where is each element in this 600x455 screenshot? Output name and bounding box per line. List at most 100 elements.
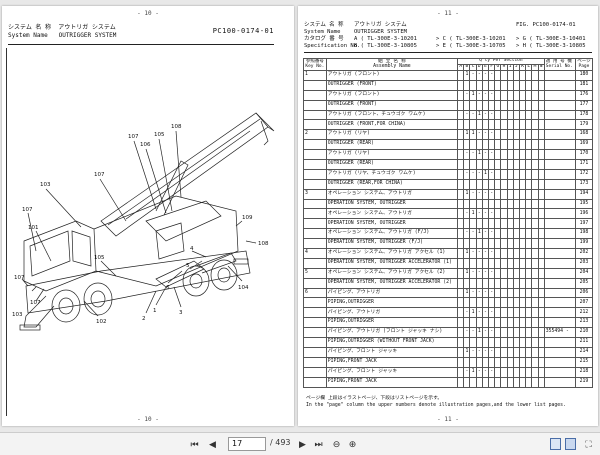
page-ref-cell: 170: [574, 149, 594, 161]
assembly-name-cell: オペレーション システム、アウトリガ: [325, 188, 459, 200]
zoom-in-icon[interactable]: ⊕: [348, 439, 357, 450]
key-no-cell: [303, 317, 327, 329]
callout-label: 108: [171, 124, 182, 130]
next-page-icon[interactable]: ▶: [299, 439, 306, 450]
page-ref-cell: 207: [574, 297, 594, 309]
callout-label: 6: [166, 285, 170, 291]
key-no-cell: [303, 79, 327, 91]
key-no-cell: [303, 168, 327, 180]
key-no-cell: [303, 346, 327, 358]
spec-en: Specification No.: [304, 43, 361, 49]
zoom-out-icon[interactable]: ⊖: [332, 439, 341, 450]
table-row: OPERATION SYSTEM, OUTRIGGER 197: [303, 218, 594, 230]
table-row: パイピング、フロント ジャッキ-1---218: [303, 366, 594, 378]
serial-cell: [543, 208, 576, 220]
table-row: OPERATION SYSTEM, OUTRIGGER ACCELERATOR …: [303, 277, 594, 289]
assembly-name-cell: パイピング、アウトリガ: [325, 307, 459, 319]
assembly-name-cell: パイピング、フロント ジャッキ: [325, 346, 459, 358]
serial-cell: [543, 139, 576, 151]
assembly-name-cell: OUTRIGGER (FRONT): [325, 99, 459, 111]
serial-cell: [543, 277, 576, 289]
table-row: OUTRIGGER (FRONT)181: [303, 79, 594, 91]
file-label: FIG. PC100-0174-01: [516, 22, 576, 28]
assembly-name-cell: OPERATION SYSTEM, OUTRIGGER ACCELERATOR …: [325, 257, 459, 269]
page-total: / 493: [270, 438, 291, 447]
page-ref-cell: 169: [574, 139, 594, 151]
crane-outrigger-diagram: 107 106 105 108 107 103 101 107 107 105 …: [12, 112, 275, 331]
callout-label: 5: [186, 263, 190, 269]
table-row: OUTRIGGER (REAR,FOR CHINA)173: [303, 178, 594, 190]
page-ref-cell: 204: [574, 267, 594, 279]
serial-cell: [543, 307, 576, 319]
table-row: オペレーション システム、アウトリガ-1---196: [303, 208, 594, 220]
serial-cell: [543, 109, 576, 121]
table-row: オペレーション システム、アウトリガ (F/J)--1--198: [303, 228, 594, 240]
key-no-cell: 1: [303, 70, 327, 81]
assembly-name-cell: OPERATION SYSTEM, OUTRIGGER: [325, 198, 459, 210]
callout-label: 101: [28, 225, 39, 231]
spec-b-mid: > E ( TL-300E-3-10705: [436, 43, 506, 49]
spec-a: A ( TL-300E-3-10201: [354, 36, 417, 42]
callout-label: 2: [142, 316, 146, 322]
two-page-view-icon[interactable]: [565, 438, 576, 450]
right-page-number-top: - 11 -: [437, 10, 459, 17]
table-row: パイピング、アウトリガ (フロント ジャッキ ナシ)--1--355494 -2…: [303, 327, 594, 339]
assembly-name-cell: パイピング、アウトリガ: [325, 287, 459, 299]
table-row: パイピング、アウトリガ-1---212: [303, 307, 594, 319]
page-ref-cell: 203: [574, 257, 594, 269]
serial-cell: [543, 356, 576, 368]
serial-cell: [543, 287, 576, 299]
page-ref-cell: 205: [574, 277, 594, 289]
assembly-name-cell: オペレーション システム、アウトリガ: [325, 208, 459, 220]
single-page-view-icon[interactable]: [550, 438, 561, 450]
table-row: OPERATION SYSTEM, OUTRIGGER (F/J)199: [303, 238, 594, 250]
serial-cell: [543, 149, 576, 161]
serial-cell: [543, 99, 576, 111]
last-page-icon[interactable]: ⏭: [314, 439, 323, 450]
serial-cell: [543, 297, 576, 309]
key-no-cell: [303, 297, 327, 309]
system-name-en: System Name: [304, 29, 341, 35]
system-value-en: OUTRIGGER SYSTEM: [354, 29, 407, 35]
serial-cell: [543, 267, 576, 279]
fullscreen-icon[interactable]: ⛶: [585, 439, 592, 450]
serial-cell: [543, 248, 576, 259]
assembly-name-cell: アウトリガ (リヤ、チュウゴク ワムケ): [325, 168, 459, 180]
spec-jp: カタログ 番 号: [304, 36, 344, 42]
previous-page-icon[interactable]: ◀: [209, 439, 216, 450]
key-no-cell: [303, 307, 327, 319]
first-page-icon[interactable]: ⏮: [190, 439, 199, 450]
key-no-cell: [303, 228, 327, 240]
serial-cell: [543, 238, 576, 250]
page-footnote: ページ欄 上段はイラストページ、下段はリストページを示す。 In the "pa…: [306, 395, 566, 409]
section-letter: N: [537, 64, 545, 71]
page-number-input[interactable]: 17: [228, 437, 266, 451]
callout-label: 109: [242, 215, 253, 221]
assembly-name-cell: OPERATION SYSTEM, OUTRIGGER: [325, 218, 459, 230]
page-ref-cell: 181: [574, 79, 594, 91]
footnote-en: In the "page" column the upper numbers d…: [306, 403, 566, 408]
left-header: システム 名 称 アウトリガ システム System Name OUTRIGGE…: [8, 24, 274, 40]
assembly-name-cell: オペレーション システム、アウトリガ (F/J): [325, 228, 459, 240]
serial-cell: [543, 376, 576, 388]
callout-label: 104: [238, 285, 249, 291]
figure-code: PC100-0174-01: [212, 27, 274, 35]
document-viewer[interactable]: - 10 - システム 名 称 アウトリガ システム System Name O…: [0, 0, 600, 432]
serial-cell: [543, 168, 576, 180]
callout-label: 108: [258, 241, 269, 247]
serial-cell: [543, 89, 576, 101]
page-ref-cell: 197: [574, 218, 594, 230]
key-no-cell: [303, 356, 327, 368]
key-no-cell: [303, 109, 327, 121]
callout-label: 102: [96, 319, 107, 325]
serial-cell: [543, 198, 576, 210]
callout-label: 107: [14, 275, 25, 281]
table-row: OUTRIGGER (REAR)169: [303, 139, 594, 151]
page-ref-cell: 171: [574, 159, 594, 170]
key-no-cell: 5: [303, 267, 327, 279]
